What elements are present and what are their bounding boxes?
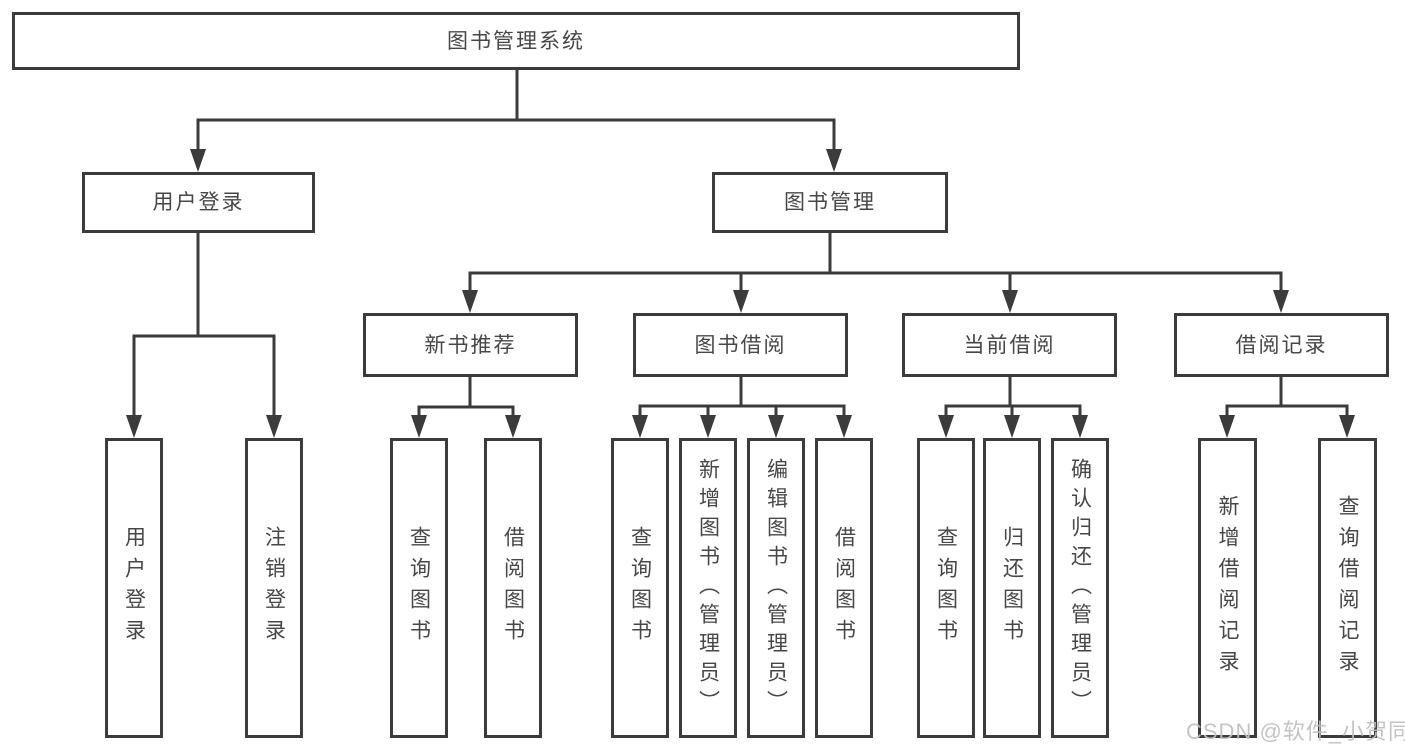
node-logout-action: 注销登录 <box>245 438 303 738</box>
connector-book-borrow <box>638 375 846 420</box>
node-label: 新增借阅记录 <box>1216 495 1239 681</box>
node-label: 查询图书 <box>934 526 958 650</box>
node-borrow-books: 借阅图书 <box>815 438 873 738</box>
node-label: 新书推荐 <box>424 333 517 357</box>
node-label: 确认归还（管理员） <box>1068 457 1092 719</box>
csdn-watermark: CSDN @软件_小贺同学 <box>1186 719 1405 744</box>
node-label: 新增图书（管理员） <box>696 457 720 719</box>
connector-user-login <box>132 231 276 420</box>
node-return-book: 归还图书 <box>983 438 1041 738</box>
connector-book-management <box>468 231 1283 296</box>
node-query-books-current: 查询图书 <box>917 438 975 738</box>
node-add-book-admin: 新增图书（管理员） <box>679 438 737 738</box>
node-new-book-recommend: 新书推荐 <box>363 313 578 377</box>
node-label: 借阅图书 <box>501 526 525 650</box>
node-book-borrow: 图书借阅 <box>633 313 848 377</box>
node-add-borrow-record: 新增借阅记录 <box>1198 438 1257 738</box>
node-label: 借阅图书 <box>832 526 856 650</box>
node-label: 图书借阅 <box>694 333 787 357</box>
node-confirm-return-admin: 确认归还（管理员） <box>1051 438 1109 738</box>
node-label: 用户登录 <box>152 191 245 214</box>
node-current-borrow: 当前借阅 <box>902 313 1117 377</box>
arrowheads <box>126 149 1355 438</box>
node-query-books-borrow: 查询图书 <box>611 438 669 738</box>
node-user-login-action: 用户登录 <box>105 438 163 738</box>
node-label: 查询图书 <box>407 526 431 650</box>
node-label: 用户登录 <box>122 526 146 650</box>
node-label: 编辑图书（管理员） <box>764 457 788 719</box>
node-label: 注销登录 <box>262 526 286 650</box>
node-library-management-system: 图书管理系统 <box>12 12 1020 70</box>
node-edit-book-admin: 编辑图书（管理员） <box>747 438 805 738</box>
node-label: 当前借阅 <box>963 333 1056 357</box>
node-query-borrow-record: 查询借阅记录 <box>1318 438 1377 738</box>
node-borrow-books-recommend: 借阅图书 <box>484 438 542 738</box>
node-label: 查询图书 <box>628 526 652 650</box>
connector-borrow-records <box>1225 375 1349 420</box>
node-borrow-records: 借阅记录 <box>1174 313 1389 377</box>
node-book-management: 图书管理 <box>712 172 948 233</box>
node-label: 归还图书 <box>1000 526 1024 650</box>
node-label: 图书管理 <box>784 191 876 214</box>
node-query-books-recommend: 查询图书 <box>390 438 448 738</box>
node-label: 借阅记录 <box>1235 333 1328 357</box>
node-label: 图书管理系统 <box>447 29 585 53</box>
connector-root <box>196 68 836 154</box>
connector-new-book-recommend <box>417 375 515 420</box>
node-label: 查询借阅记录 <box>1336 495 1359 681</box>
connector-current-borrow <box>944 375 1082 420</box>
node-user-login: 用户登录 <box>82 172 315 233</box>
